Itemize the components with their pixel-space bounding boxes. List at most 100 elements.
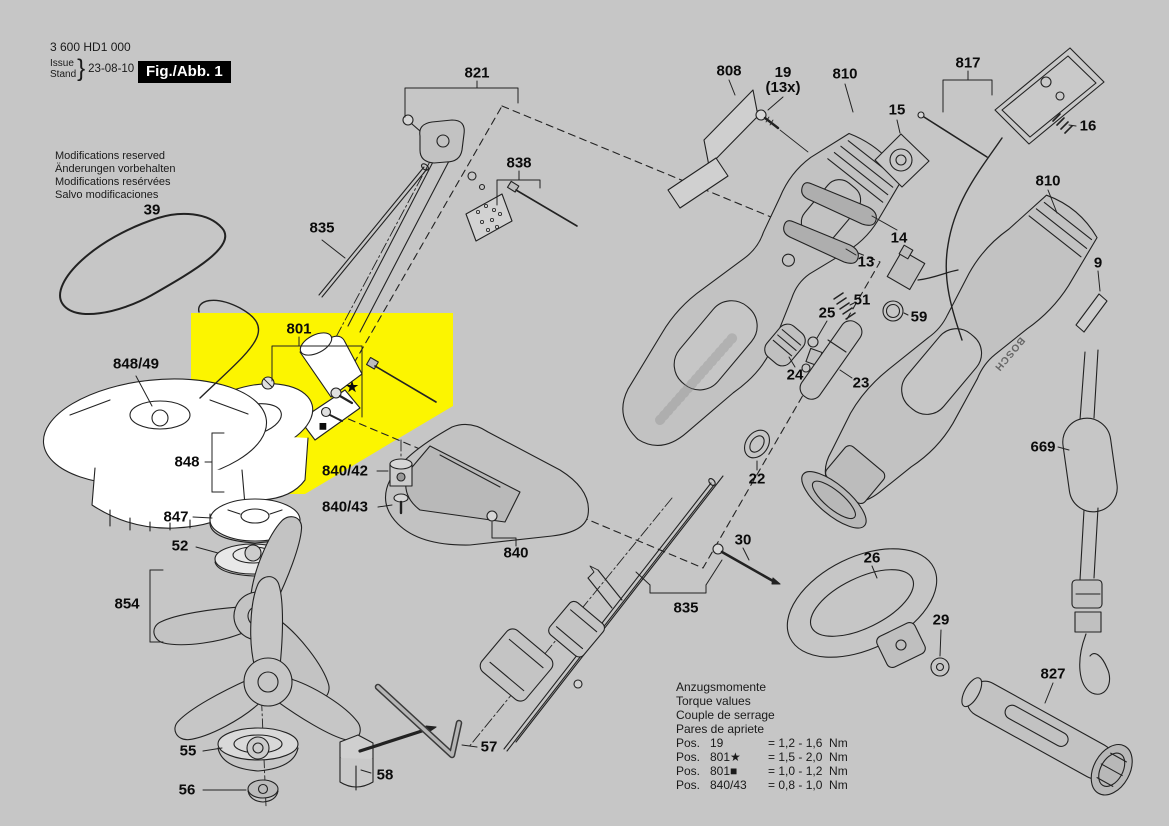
cable-39 — [59, 212, 227, 315]
torque-cell: = 0,8 - 1,0 Nm — [768, 778, 848, 792]
note-line: Änderungen vorbehalten — [55, 163, 176, 175]
part-label-22: 22 — [748, 470, 766, 488]
line-cutter-840-42 — [376, 458, 413, 487]
part-label-57: 57 — [480, 738, 498, 756]
note-line: Modifications resérvées — [55, 176, 171, 188]
torque-row: Pos. 840/43 = 0,8 - 1,0 Nm — [676, 778, 848, 792]
bracket-854 — [149, 569, 164, 643]
part-label-835: 835 — [309, 219, 335, 237]
issue-label: Issue — [50, 58, 74, 69]
note-line: Salvo modificaciones — [55, 189, 159, 201]
part-label-669: 669 — [1030, 438, 1056, 456]
torque-cell: 19 — [710, 736, 724, 750]
part-label-sub: (13x) — [765, 79, 801, 96]
part-label-848: 848 — [174, 453, 200, 471]
o-ring-59 — [882, 300, 909, 322]
torque-heading-line: Couple de serrage — [676, 708, 775, 722]
housing-left-810 — [622, 132, 904, 446]
torque-cell: = 1,0 - 1,2 Nm — [768, 764, 848, 778]
part-label-840/43: 840/43 — [322, 498, 368, 516]
part-label-25: 25 — [818, 304, 836, 322]
document-number: 3 600 HD1 000 — [50, 40, 131, 54]
note-line: Modifications reserved — [55, 150, 166, 162]
part-label-29: 29 — [932, 611, 950, 629]
drive-rods-835-lower — [503, 475, 724, 752]
brace-glyph: } — [77, 55, 86, 82]
button-24 — [764, 323, 806, 368]
hex-key-57 — [374, 683, 478, 759]
torque-cell: 840/43 — [710, 778, 747, 792]
assembly-plane-dashed — [326, 105, 881, 569]
strap-669 — [1057, 349, 1118, 695]
torque-cell: Pos. — [676, 750, 701, 764]
part-label-52: 52 — [171, 537, 189, 555]
screw-30 — [712, 543, 781, 585]
part-label-55: 55 — [179, 742, 197, 760]
part-label-854: 854 — [114, 595, 140, 613]
socket-tool-58 — [339, 725, 437, 791]
torque-table-rows: Pos. 19 = 1,2 - 1,6 Nm Pos. 801★ = 1,5 - 2,0 … — [676, 736, 848, 792]
part-label-59: 59 — [910, 308, 928, 326]
torque-heading-line: Anzugsmomente — [676, 680, 767, 694]
part-label-24: 24 — [786, 366, 804, 384]
torque-heading-line: Torque values — [676, 694, 751, 708]
part-label-26: 26 — [863, 549, 881, 567]
part-label-847: 847 — [163, 508, 189, 526]
part-label-810: 810 — [1035, 172, 1061, 190]
part-label-840: 840 — [503, 544, 529, 562]
torque-cell: 801★ — [710, 750, 741, 764]
part-label-827: 827 — [1040, 665, 1066, 683]
torque-cell: = 1,5 - 2,0 Nm — [768, 750, 848, 764]
torque-row: Pos. 801★ = 1,5 - 2,0 Nm — [676, 750, 848, 764]
cup-55 — [202, 727, 299, 772]
part-label-23: 23 — [852, 374, 870, 392]
part-label-810: 810 — [832, 65, 858, 83]
torque-cell: = 1,2 - 1,6 Nm — [768, 736, 848, 750]
inlay-13 — [783, 220, 859, 264]
sticker-808 — [667, 79, 759, 209]
part-label-801: 801 — [286, 320, 312, 338]
part-label-58: 58 — [376, 766, 394, 784]
part-label-835: 835 — [673, 599, 699, 617]
torque-row: Pos. 19 = 1,2 - 1,6 Nm — [676, 736, 848, 750]
part-label-30: 30 — [734, 531, 752, 549]
sticker-9 — [1075, 270, 1108, 333]
part-label-14: 14 — [890, 229, 908, 247]
part-label-838: 838 — [506, 154, 532, 172]
torque-cell: 801■ — [710, 764, 738, 778]
part-label-821: 821 — [464, 64, 490, 82]
coupler-screw — [573, 679, 583, 689]
part-label-13: 13 — [857, 253, 875, 271]
marker-■: ■ — [318, 417, 328, 434]
bracket-848 — [204, 432, 225, 493]
torque-cell: Pos. — [676, 778, 701, 792]
switch-15 — [874, 119, 930, 188]
screw-840-43 — [377, 493, 409, 515]
washer-29 — [930, 629, 950, 677]
part-label-9: 9 — [1093, 254, 1103, 272]
housing-texture — [655, 330, 740, 425]
spring-51 — [833, 292, 856, 320]
part-label-817: 817 — [955, 54, 981, 72]
guard-840 — [384, 423, 589, 547]
nut-56 — [202, 779, 279, 803]
screw-19 — [755, 96, 809, 153]
torque-heading-line: Pares de apriete — [676, 722, 765, 736]
module-817 — [917, 47, 1105, 341]
issue-stand-block: Issue Stand } 23-08-10 — [50, 55, 134, 82]
part-label-51: 51 — [853, 291, 871, 309]
inlay-14 — [801, 182, 898, 231]
part-label-56: 56 — [178, 781, 196, 799]
trigger-23 — [799, 320, 863, 400]
torque-cell: Pos. — [676, 736, 701, 750]
torque-row: Pos.801■= 1,0 - 1,2 Nm — [676, 764, 848, 778]
spring-16 — [1052, 113, 1077, 134]
boom-couplers — [479, 600, 606, 702]
part-label-808: 808 — [716, 62, 742, 80]
figure-title-box: Fig./Abb. 1 — [138, 61, 231, 83]
grip-tube-827 — [961, 677, 1133, 796]
